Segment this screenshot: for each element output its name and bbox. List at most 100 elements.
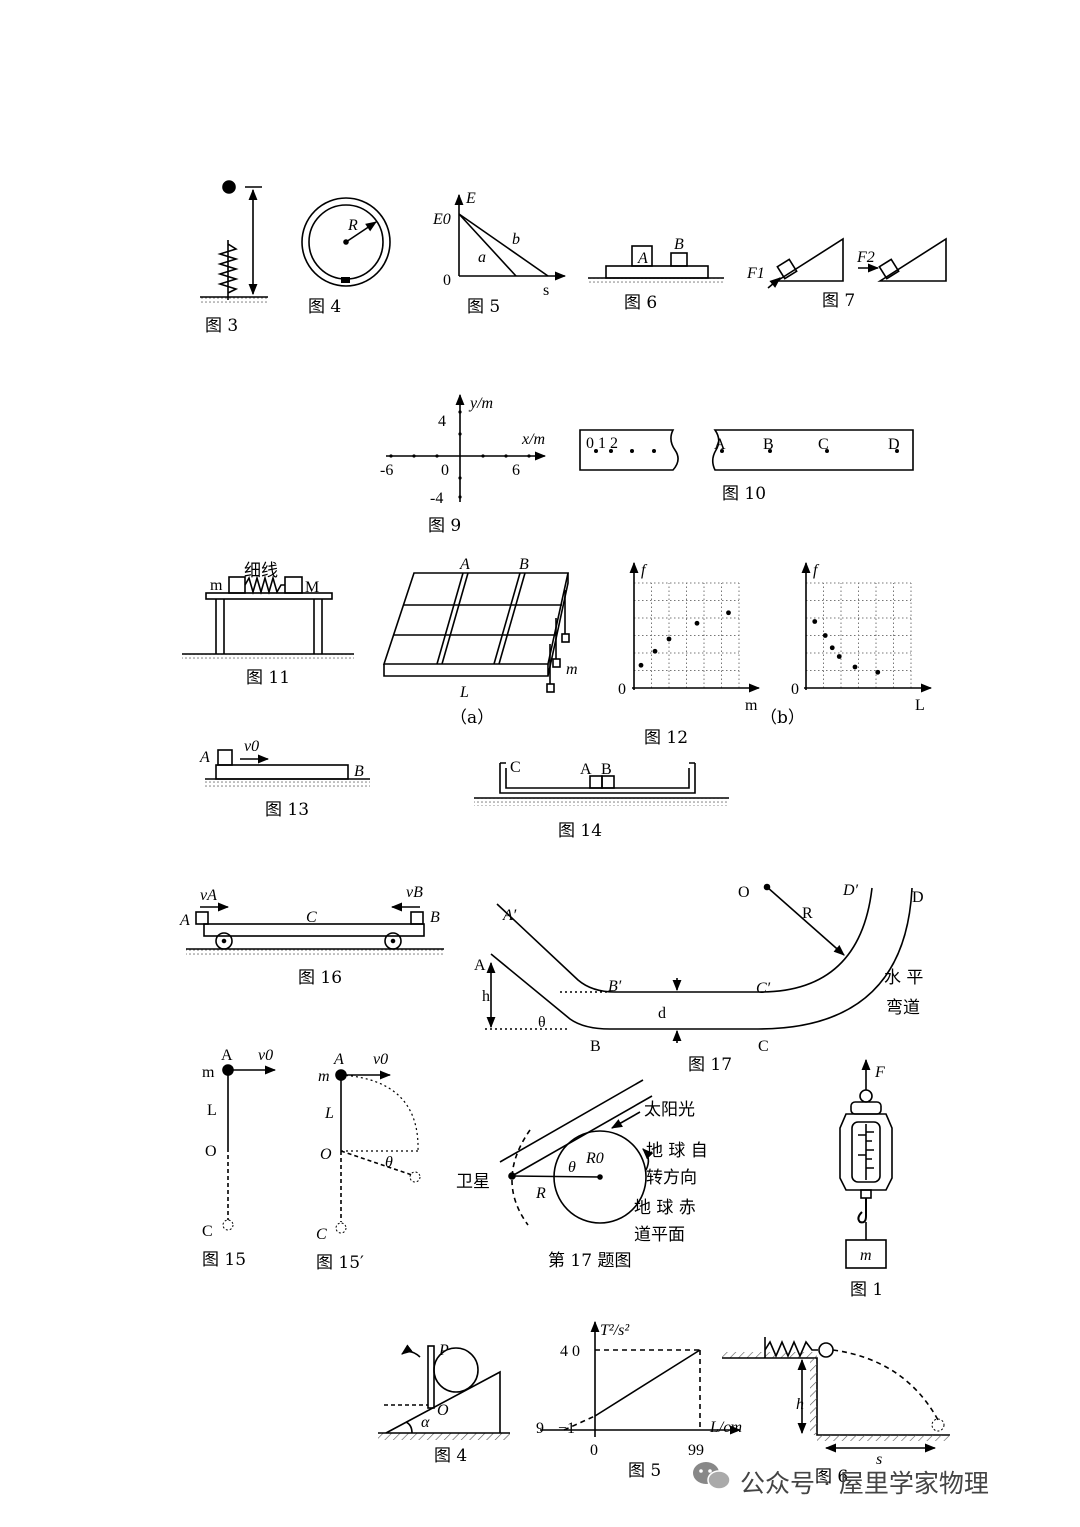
- grid-label-A: A: [459, 556, 470, 573]
- label-R: R: [347, 217, 358, 234]
- caption-fig6b: 图 6: [815, 1467, 848, 1487]
- caption-fig11: 图 11: [246, 668, 290, 688]
- plotB-ylabel: f: [813, 562, 820, 579]
- figure-12-plot-m: f 0 m: [618, 561, 761, 714]
- ball: [222, 180, 236, 194]
- q17-rot2: 转方向: [646, 1168, 697, 1188]
- figure-16: A vA C vB B 图 16: [179, 884, 444, 988]
- fig17-O: O: [738, 884, 750, 901]
- fig16-A: A: [179, 912, 190, 929]
- figure-15: A m v0 L O C 图 15: [202, 1047, 277, 1270]
- fig13-v0: v0: [244, 738, 259, 755]
- fig4b-O: O: [437, 1402, 449, 1419]
- caption-fig17: 图 17: [688, 1055, 732, 1075]
- label-E0: E0: [432, 211, 451, 228]
- caption-fig6: 图 6: [624, 293, 657, 313]
- plotA-xlabel: m: [745, 697, 758, 714]
- data-point: [836, 654, 842, 659]
- fig17-turn1: 水 平: [884, 968, 923, 988]
- fig17-Bprime: B′: [608, 978, 622, 995]
- fig15-m: m: [202, 1064, 215, 1081]
- plotA-ylabel: f: [641, 562, 648, 579]
- caption-fig1: 图 1: [850, 1280, 883, 1300]
- data-point: [829, 645, 835, 651]
- label-m: m: [210, 577, 223, 594]
- data-point: [666, 636, 672, 642]
- fig17-Dprime: D′: [842, 882, 859, 899]
- data-point: [638, 662, 644, 668]
- grid-label-m: m: [566, 661, 578, 678]
- fig16-C: C: [306, 909, 317, 926]
- figure-6-launcher: h s 图 6: [722, 1337, 950, 1487]
- fig17-R: R: [802, 905, 813, 922]
- fig5b-99: 99: [688, 1442, 704, 1459]
- caption-fig16: 图 16: [298, 968, 342, 988]
- caption-fig15p: 图 15′: [316, 1253, 364, 1273]
- tape-D: D: [888, 436, 900, 453]
- q17-R0: R0: [585, 1150, 604, 1167]
- label-zero: 0: [443, 272, 451, 289]
- label-4: 4: [438, 413, 446, 430]
- grid-label-L: L: [459, 684, 469, 701]
- figure-14: C A B 图 14: [474, 759, 729, 841]
- label-b: b: [512, 231, 520, 248]
- fig4b-P: P: [438, 1342, 449, 1359]
- q17-sunlight: 太阳光: [644, 1100, 695, 1120]
- label-xm: x/m: [521, 431, 545, 448]
- fig1-F: F: [874, 1064, 885, 1081]
- caption-fig14: 图 14: [558, 821, 602, 841]
- fig5b-Lcm: L/cm: [709, 1419, 742, 1436]
- label-neg4: -4: [430, 490, 443, 507]
- fig5b-9: 9: [536, 1420, 544, 1437]
- fig15p-L: L: [324, 1105, 334, 1122]
- label-thread: 细线: [244, 561, 278, 581]
- plotB-xlabel: L: [915, 697, 925, 714]
- tape-B: B: [763, 436, 774, 453]
- q17-theta: θ: [568, 1159, 576, 1176]
- caption-fig12: 图 12: [644, 728, 688, 748]
- label-6: 6: [512, 462, 520, 479]
- figure-5-T2-L: T²/s² 4 0 −1 9 0 99 L/cm 图 5: [536, 1320, 742, 1481]
- fig17-A: A: [474, 957, 486, 974]
- block-B: [670, 252, 688, 267]
- data-point: [652, 648, 658, 654]
- figure-1-spring-scale: F m 图 1: [839, 1058, 893, 1300]
- block-A: [631, 245, 653, 267]
- label-s: s: [543, 282, 549, 299]
- tape-labels: 0 1 2: [586, 435, 618, 452]
- caption-fig7: 图 7: [822, 291, 855, 311]
- spring: [217, 240, 239, 300]
- caption-fig9: 图 9: [428, 516, 461, 536]
- figure-5: E E0 0 a b s 图 5: [432, 190, 567, 317]
- fig15-C: C: [202, 1223, 213, 1240]
- caption-fig15: 图 15: [202, 1250, 246, 1270]
- tape-A: A: [714, 436, 726, 453]
- caption-fig12a: （a）: [450, 708, 494, 728]
- fig14-C: C: [510, 759, 521, 776]
- label-F2: F2: [856, 249, 875, 266]
- fig5b-0: 0: [590, 1442, 598, 1459]
- figure-12a-grid-board: A B m L （a）: [382, 556, 578, 728]
- tape-left: [579, 429, 679, 471]
- label-A: A: [637, 250, 648, 267]
- fig14-B: B: [601, 761, 612, 778]
- fig17-d: d: [658, 1005, 666, 1022]
- label-neg6: -6: [380, 462, 393, 479]
- fig15p-O: O: [320, 1146, 332, 1163]
- fig15p-v0: v0: [373, 1051, 388, 1068]
- plotA-origin: 0: [618, 681, 626, 698]
- fig15-A: A: [221, 1047, 233, 1064]
- caption-fig10: 图 10: [722, 484, 766, 504]
- label-M: M: [305, 579, 319, 596]
- fig17-turn2: 弯道: [886, 998, 920, 1018]
- label-F1: F1: [746, 265, 765, 282]
- data-point: [852, 664, 858, 670]
- fig17-C: C: [758, 1038, 769, 1055]
- label-origin: 0: [441, 462, 449, 479]
- caption-fig4b: 图 4: [434, 1446, 467, 1466]
- caption-q17: 第 17 题图: [548, 1251, 631, 1271]
- tape-C: C: [818, 436, 829, 453]
- caption-fig5: 图 5: [467, 297, 500, 317]
- q17-rot1: 地 球 自: [646, 1141, 708, 1161]
- figure-7: F1 F2 图 7: [746, 237, 947, 311]
